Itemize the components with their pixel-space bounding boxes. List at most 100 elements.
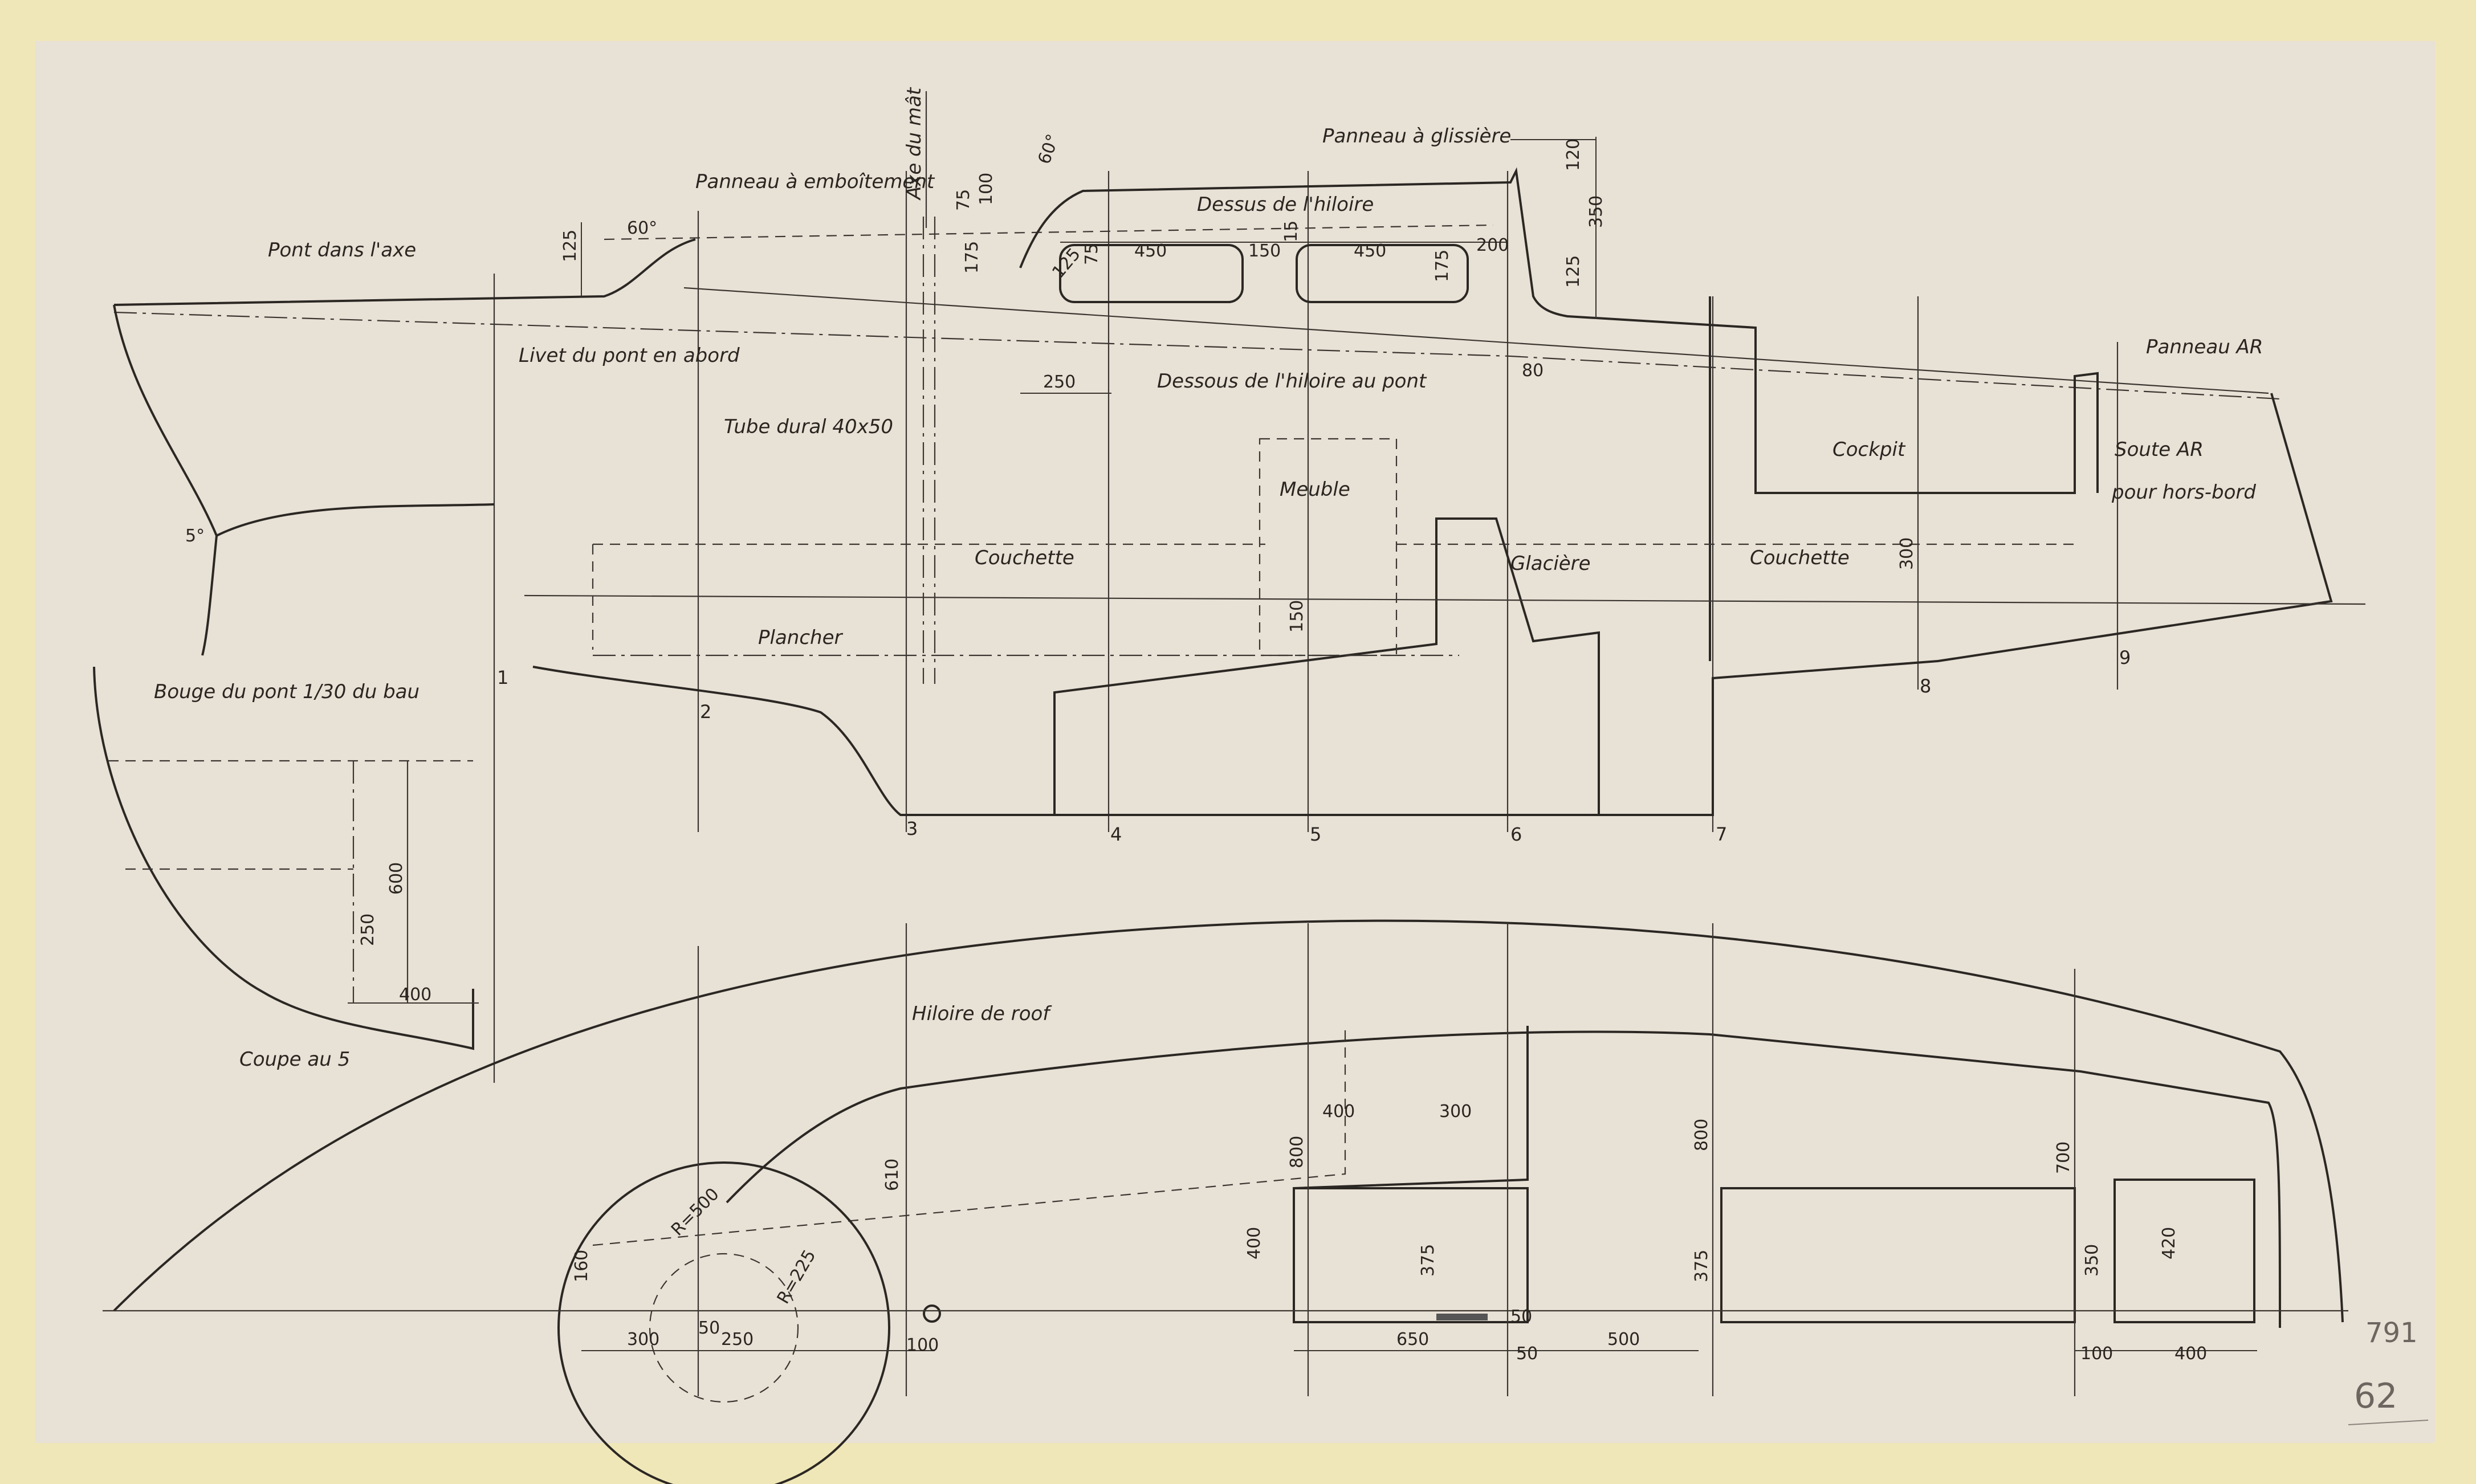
station-2: 2 — [700, 701, 711, 723]
dim-175: 175 — [962, 241, 982, 274]
dim-100b: 100 — [906, 1335, 939, 1355]
dim-60a: 60° — [627, 218, 657, 238]
dim-400d: 400 — [2174, 1344, 2207, 1364]
dim-350a: 350 — [1586, 195, 1606, 228]
label-tube-dural: Tube dural 40x50 — [724, 415, 893, 438]
pencil-number-bottom: 62 — [2354, 1376, 2397, 1416]
dim-160: 160 — [572, 1250, 592, 1282]
portlight-aft — [1296, 244, 1469, 303]
label-cockpit: Cockpit — [1832, 438, 1906, 461]
dim-375a: 375 — [1418, 1244, 1438, 1277]
dim-150v: 150 — [1287, 600, 1307, 633]
hiloire-inner — [726, 1030, 2281, 1328]
deck-center-line — [113, 238, 696, 306]
bow-radius-small — [649, 1253, 799, 1403]
dim-800b: 800 — [1692, 1119, 1712, 1151]
dim-100: 100 — [976, 173, 996, 205]
station-4: 4 — [1110, 823, 1122, 845]
dim-450b: 450 — [1354, 241, 1386, 261]
dim-250b: 250 — [721, 1330, 754, 1350]
plan-view: Hiloire de roof 610 160 R=500 R=225 300 … — [103, 919, 2348, 1484]
window-3 — [2113, 1179, 2255, 1323]
label-panneau-emboitement: Panneau à emboîtement — [695, 170, 935, 193]
dim-50a: 50 — [698, 1318, 720, 1338]
dim-120: 120 — [1563, 138, 1583, 171]
coachroof — [1019, 167, 2099, 494]
dim-15: 15 — [1281, 221, 1301, 242]
dim-150a: 150 — [1248, 241, 1281, 261]
dim-700: 700 — [2054, 1141, 2074, 1174]
plan-verticals — [697, 923, 2076, 1396]
dim-350b: 350 — [2082, 1244, 2102, 1277]
label-hors-bord: pour hors-bord — [2111, 481, 2256, 504]
dim-250v: 250 — [358, 914, 378, 946]
dim-75: 75 — [954, 189, 974, 211]
label-panneau-ar: Panneau AR — [2146, 336, 2263, 358]
sheer-line — [113, 311, 2280, 400]
dims-top: 60° 60° 5° 125 75 100 175 125 75 450 150… — [185, 132, 1917, 633]
label-bouge: Bouge du pont 1/30 du bau — [154, 680, 420, 703]
dim-50b: 50 — [1510, 1307, 1532, 1327]
label-axe-mat: Axe du mât — [903, 87, 926, 201]
hiloire-dash — [592, 1026, 1346, 1246]
meuble-box — [1259, 438, 1398, 657]
section-hull — [93, 666, 474, 1050]
label-hiloire-roof: Hiloire de roof — [912, 1002, 1052, 1025]
section-view: 600 250 400 Coupe au 5 — [93, 666, 479, 1071]
dim-100c: 100 — [2080, 1344, 2113, 1364]
label-pont-axe: Pont dans l'axe — [268, 239, 416, 262]
dim-610: 610 — [882, 1159, 902, 1191]
label-plancher: Plancher — [758, 626, 843, 649]
profile-view: 1 2 3 4 5 6 7 8 9 Pont dans l'axe Pannea… — [113, 87, 2366, 1083]
mast-step-mark — [923, 1304, 941, 1323]
dim-300a: 300 — [627, 1330, 659, 1350]
dim-250a: 250 — [1043, 372, 1076, 392]
dim-400a: 400 — [399, 985, 431, 1005]
label-soute-ar: Soute AR — [2115, 438, 2204, 461]
dim-50c: 50 — [1516, 1344, 1538, 1364]
label-meuble: Meuble — [1280, 478, 1350, 501]
dim-125c: 125 — [1563, 255, 1583, 288]
livet-line — [683, 287, 2269, 394]
label-glaciere: Glacière — [1510, 552, 1591, 575]
label-coupe: Coupe au 5 — [239, 1048, 350, 1071]
dim-200: 200 — [1476, 235, 1509, 255]
label-dessous-hiloire: Dessous de l'hiloire au pont — [1157, 370, 1427, 393]
dim-75b: 75 — [1082, 243, 1102, 265]
window-1 — [1293, 1187, 1529, 1323]
drawing-paper — [35, 41, 2435, 1443]
couchette-dash — [592, 543, 2075, 650]
dim-800a: 800 — [1287, 1136, 1307, 1168]
dim-300b: 300 — [1439, 1102, 1472, 1122]
dim-175b: 175 — [1432, 250, 1452, 282]
hiloire-outer — [113, 919, 2344, 1323]
dim-420: 420 — [2159, 1227, 2179, 1259]
bow-radius-large — [557, 1161, 890, 1484]
station-6: 6 — [1510, 823, 1522, 845]
label-panneau-glissiere: Panneau à glissière — [1322, 125, 1511, 148]
station-5: 5 — [1310, 823, 1321, 845]
keel-line — [532, 393, 2333, 816]
hiloire-underside — [604, 224, 1494, 240]
dim-375b: 375 — [1692, 1250, 1712, 1282]
station-1: 1 — [497, 667, 508, 688]
portlight-fwd — [1059, 244, 1244, 303]
dim-650: 650 — [1396, 1330, 1429, 1350]
dim-5deg: 5° — [185, 526, 205, 546]
dim-lines-top — [581, 137, 1597, 394]
dim-600: 600 — [386, 862, 406, 895]
label-couchette-aft: Couchette — [1750, 547, 1850, 569]
station-3: 3 — [906, 818, 918, 839]
dim-300v: 300 — [1897, 537, 1917, 570]
waterline — [524, 594, 2366, 605]
dim-125a: 125 — [560, 230, 580, 262]
hatch-handle — [1436, 1314, 1488, 1320]
dim-500: 500 — [1607, 1330, 1640, 1350]
pencil-number-top: 791 — [2365, 1317, 2418, 1349]
settee-outline — [1053, 517, 1600, 815]
label-livet-pont: Livet du pont en abord — [519, 344, 740, 367]
dim-400b: 400 — [1322, 1102, 1355, 1122]
dim-80: 80 — [1522, 361, 1544, 381]
label-dessus-hiloire: Dessus de l'hiloire — [1197, 193, 1374, 216]
